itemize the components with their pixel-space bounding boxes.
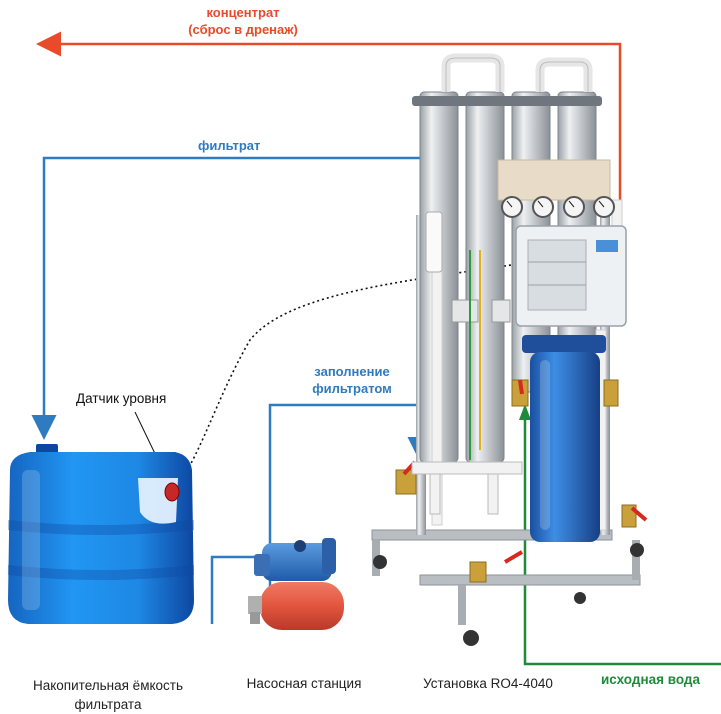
level-sensor-label: Датчик уровня (76, 391, 167, 406)
concentrate-flow-line (36, 31, 622, 200)
tank-caption-line1: Накопительная ёмкость (32, 678, 184, 693)
tank-caption: Накопительная ёмкость фильтрата (2, 676, 214, 714)
concentrate-label: концентрат (сброс в дренаж) (168, 4, 318, 38)
unit-caption: Установка RO4-4040 (423, 676, 553, 691)
ro-unit-icon (371, 53, 648, 646)
source-water-flow-line (523, 410, 721, 666)
control-box-icon (515, 225, 627, 327)
source-water-label: исходная вода (601, 672, 700, 687)
filling-label-line1: заполнение (314, 364, 390, 379)
level-sensor-icon (164, 482, 180, 502)
filling-label-line2: фильтратом (312, 381, 392, 396)
pump-station-icon (248, 538, 344, 630)
pump-caption: Насосная станция (246, 676, 362, 691)
filling-flow-line (210, 555, 262, 624)
filtrate-label: фильтрат (198, 138, 261, 153)
tank-caption-line2: фильтрата (74, 697, 142, 712)
source-water-arrowhead (519, 404, 531, 420)
filling-label: заполнение фильтратом (290, 363, 414, 397)
pressure-gauge-icon (501, 196, 615, 218)
concentrate-label-line2: (сброс в дренаж) (188, 22, 298, 37)
storage-tank-icon (8, 444, 194, 624)
concentrate-label-line1: концентрат (206, 5, 280, 20)
